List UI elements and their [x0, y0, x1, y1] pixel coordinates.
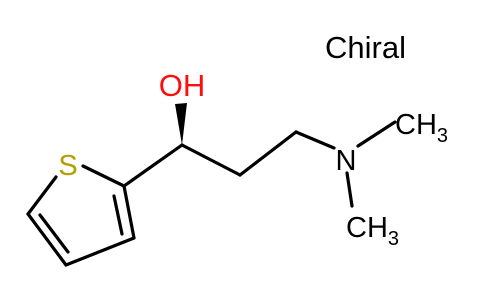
- methyl-bottom-label: CH3: [346, 212, 399, 250]
- hydroxyl-label: OH: [159, 68, 206, 103]
- sulfur-label: S: [58, 150, 77, 182]
- bond-s-c5: [26, 175, 58, 216]
- methyl-bottom-subscript: 3: [388, 228, 399, 250]
- bond-n-methyl-top: [356, 120, 397, 148]
- methyl-top-label: CH3: [395, 109, 448, 147]
- bond-c2-c3: [122, 184, 136, 240]
- bond-ch2-ch2: [238, 130, 298, 177]
- chiral-label: Chiral: [325, 30, 406, 65]
- nitrogen-label: N: [336, 145, 357, 177]
- bond-c4-c5: [26, 212, 68, 267]
- bond-s-c2: [81, 164, 126, 188]
- bond-c4-c5-inner: [38, 213, 70, 254]
- methyl-top-subscript: 3: [437, 125, 448, 147]
- bond-c3-c4: [64, 236, 136, 267]
- bond-choh-ch2: [180, 143, 242, 177]
- bond-n-methyl-bottom: [345, 171, 354, 208]
- bond-c2-choh: [122, 143, 184, 188]
- bond-ch2-n: [294, 130, 336, 150]
- bond-c2-c3-inner: [112, 194, 124, 236]
- wedge-bond-oh: [175, 103, 187, 145]
